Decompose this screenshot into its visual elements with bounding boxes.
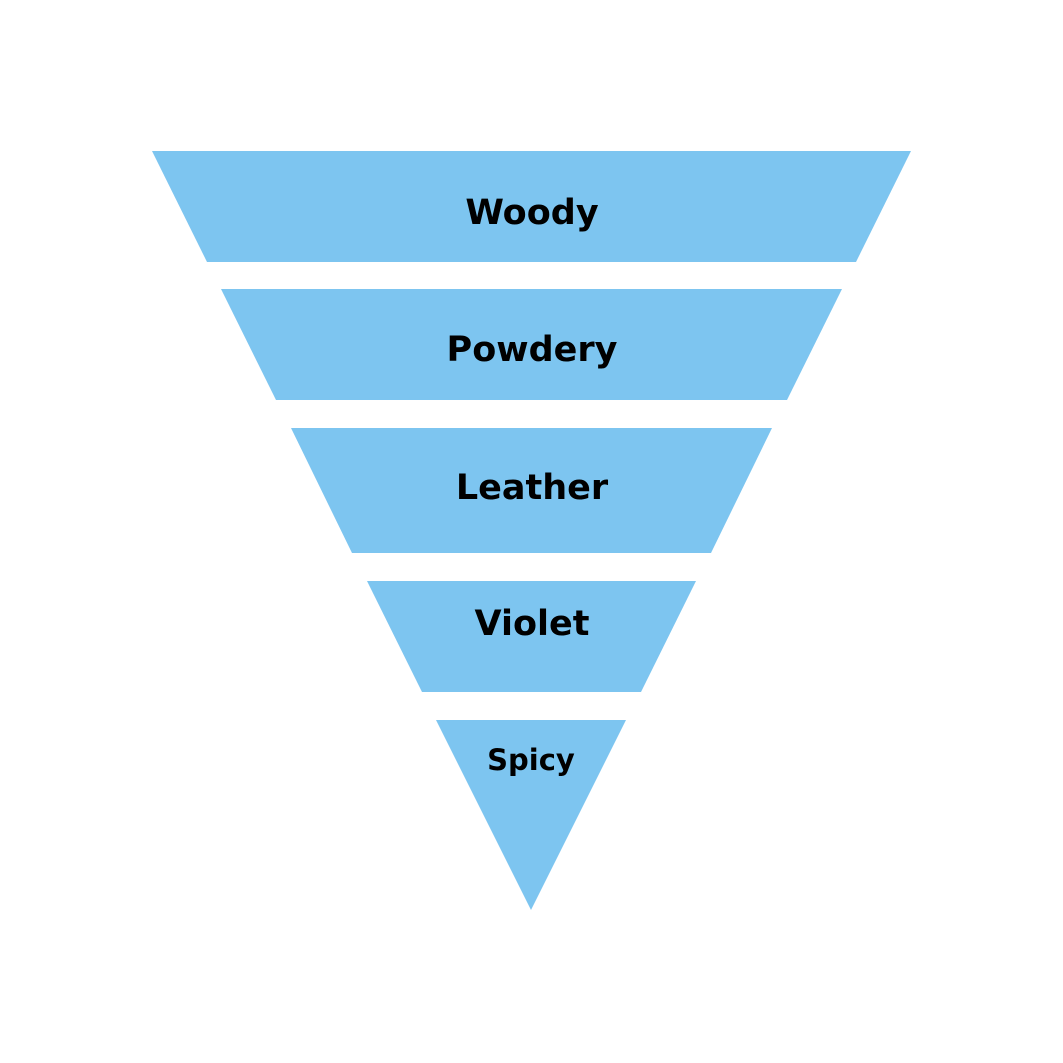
tier-leather-label: Leather: [456, 468, 609, 508]
tier-leather-shape: [291, 428, 772, 553]
tier-powdery-label: Powdery: [447, 330, 618, 370]
tier-violet-label: Violet: [475, 604, 590, 644]
tier-violet: Violet: [367, 581, 696, 692]
tier-spicy-shape: [436, 720, 626, 910]
tier-woody-shape: [152, 151, 911, 262]
tier-woody: Woody: [152, 151, 911, 262]
tier-powdery-shape: [221, 289, 842, 400]
tier-spicy-label: Spicy: [487, 743, 575, 777]
tier-woody-label: Woody: [465, 193, 599, 233]
tier-powdery: Powdery: [221, 289, 842, 400]
tier-violet-shape: [367, 581, 696, 692]
tier-leather: Leather: [291, 428, 772, 553]
tier-spicy: Spicy: [436, 720, 626, 910]
